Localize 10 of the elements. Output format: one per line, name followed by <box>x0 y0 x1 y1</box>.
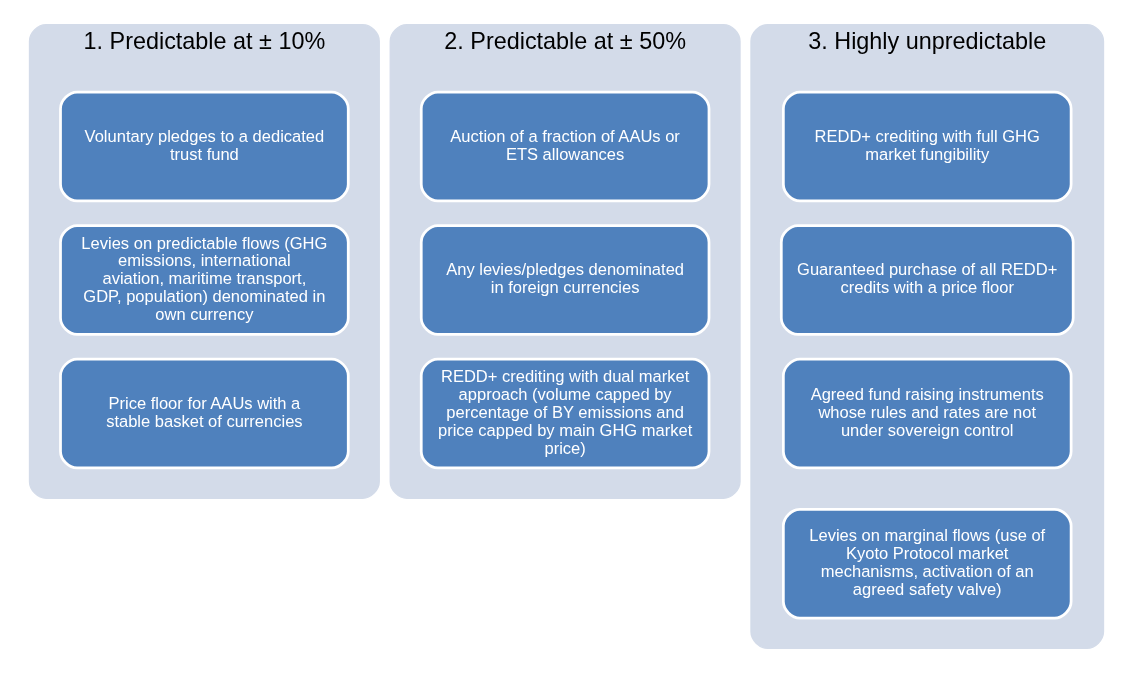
node-box: Agreed fund raising instruments whose rules and rates are not under sovereign control <box>781 357 1072 470</box>
node-box: REDD+ crediting with dual market approach (volume capped by percentage of BY emissions and price capped by main GHG market price) <box>419 357 710 470</box>
node-box: Guaranteed purchase of all REDD+ credits with a price floor <box>779 224 1075 336</box>
node-box: REDD+ crediting with full GHG market fungibility <box>781 90 1072 203</box>
node-box: Auction of a fraction of AAUs or ETS allowances <box>419 90 710 203</box>
node-box: Levies on predictable flows (GHG emissions, international aviation, maritime transport, GDP, population) denominated in own currency <box>58 224 350 336</box>
node-box: Levies on marginal flows (use of Kyoto Protocol market mechanisms, activation of an agreed safety valve) <box>781 507 1072 620</box>
node-box: Any levies/pledges denominated in foreign currencies <box>419 224 710 336</box>
node-box: Price floor for AAUs with a stable basket of currencies <box>58 357 350 470</box>
node-box: Voluntary pledges to a dedicated trust fund <box>58 90 350 203</box>
